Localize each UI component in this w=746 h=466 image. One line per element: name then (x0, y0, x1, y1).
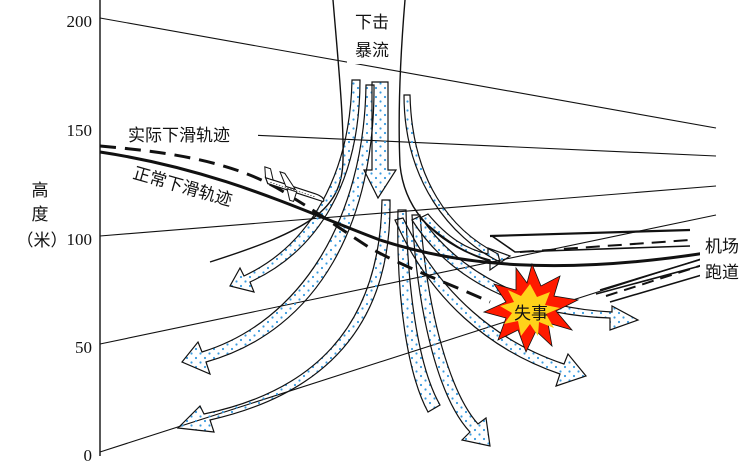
tick-label: 100 (67, 230, 93, 249)
tick-label: 150 (67, 121, 93, 140)
flow-arrow-center-down (363, 81, 398, 200)
downburst-label-line1: 下击 (355, 13, 389, 33)
axis-title-line1: 高 (32, 181, 49, 201)
normal-path-label: 正常下滑轨迹 (131, 164, 235, 211)
downburst-label-line2: 暴流 (355, 41, 389, 61)
label-backdrop (700, 232, 746, 288)
runway (489, 228, 713, 303)
runway-upper-strip (491, 235, 691, 253)
flow-arrow-right-low (394, 217, 588, 387)
flow-arrow-left-low (176, 199, 391, 433)
flow-arrow-right-high (418, 213, 512, 272)
flow-arrow-left-mid (181, 84, 375, 376)
normal-glide-path (99, 150, 713, 268)
runway-label-line1: 机场 (705, 237, 739, 257)
tick-label: 0 (84, 446, 93, 465)
accident-label: 失事 (514, 304, 548, 324)
flow-arrows (176, 79, 640, 447)
flow-arrow-right-top (403, 94, 501, 264)
flow-arrow-bottom-right (411, 214, 491, 447)
runway-top-edge (489, 228, 691, 238)
runway-centerline-upper (519, 239, 691, 253)
axis-title-line2: 度 (32, 205, 49, 225)
flow-arrow-right-mid (411, 215, 640, 331)
axis-title-line3: （米） (17, 231, 68, 251)
label-backdrop (126, 124, 258, 146)
runway-label-line2: 跑道 (705, 263, 739, 283)
airplane-icon (264, 166, 325, 203)
label-backdrop (347, 6, 395, 64)
explosion-icon: 失事 (482, 262, 580, 354)
actual-path-label: 实际下滑轨迹 (128, 126, 230, 146)
flow-arrow-far-left (229, 79, 361, 293)
actual-glide-path (99, 144, 491, 304)
tick-label: 50 (75, 338, 92, 357)
tick-label: 200 (67, 12, 93, 31)
